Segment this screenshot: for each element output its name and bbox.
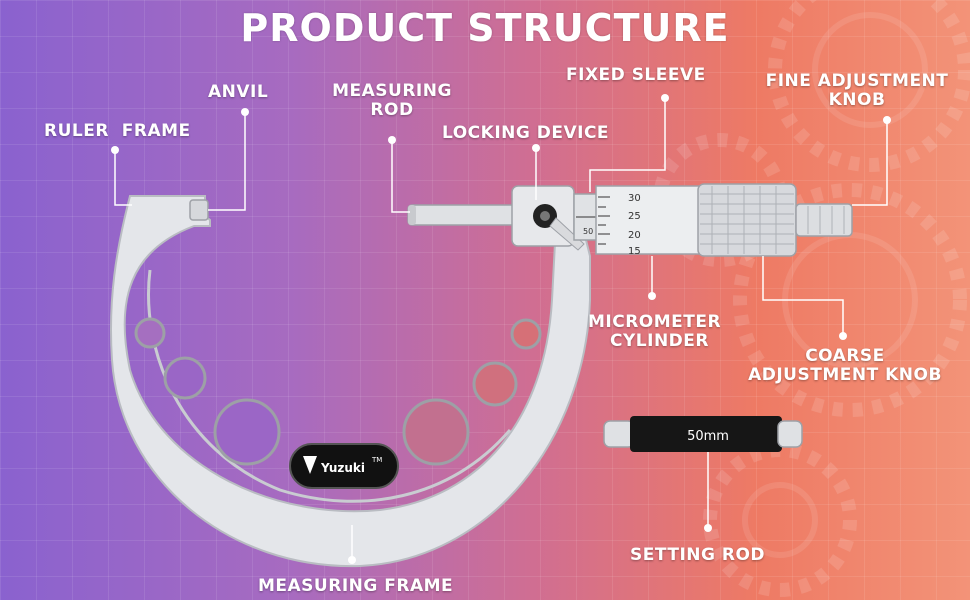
leader-dot [661,94,669,102]
anvil-shape [189,199,209,221]
label-measuring-frame: MEASURING FRAME [258,576,454,596]
label-measuring-rod-line1: MEASURING [332,81,452,101]
label-coarse-knob-line1: COARSE [805,346,885,366]
label-ruler-frame: RULER FRAME [44,121,191,141]
leader-fixed-sleeve [589,98,666,192]
label-coarse-adjustment-knob: COARSE ADJUSTMENT KNOB [734,347,956,385]
setting-rod-size: 50mm [687,429,729,444]
leader-anvil [208,112,246,211]
leader-dot [839,332,847,340]
micrometer-cylinder-shape [595,185,701,255]
leader-dot [241,108,249,116]
leader-dot [388,136,396,144]
svg-text:50: 50 [583,227,593,236]
leader-dot [883,116,891,124]
brand-logo-text: Yuzuki [320,461,365,475]
label-setting-rod: SETTING ROD [630,545,766,565]
label-micrometer-cylinder-line2: CYLINDER [610,331,709,351]
fine-knob-shape [795,203,853,237]
label-fine-knob-line2: KNOB [828,90,886,110]
label-measuring-rod: MEASURING ROD [322,82,462,120]
label-locking-device: LOCKING DEVICE [442,123,610,143]
label-micrometer-cylinder: MICROMETER CYLINDER [588,313,721,351]
label-fine-adjustment-knob: FINE ADJUSTMENT KNOB [754,72,960,110]
leader-dot [111,146,119,154]
label-fixed-sleeve: FIXED SLEEVE [566,65,706,85]
label-anvil: ANVIL [208,82,269,102]
brand-plate [289,443,399,489]
page-title: PRODUCT STRUCTURE [240,6,730,50]
scale-number: 25 [628,211,641,222]
scale-number: 20 [628,230,641,241]
label-fine-knob-line1: FINE ADJUSTMENT [765,71,949,91]
leader-dot [348,556,356,564]
trademark-text: TM [371,456,382,464]
leader-dot [704,524,712,532]
coarse-knob-shape [697,183,797,257]
leader-measuring-rod [391,140,410,213]
leader-ruler-frame [114,150,132,206]
leader-fine-knob [852,120,888,206]
leader-coarse-knob [762,256,844,336]
label-micrometer-cylinder-line1: MICROMETER [588,312,722,332]
label-coarse-knob-line2: ADJUSTMENT KNOB [748,365,942,385]
scale-number: 30 [628,193,641,204]
label-measuring-rod-line2: ROD [370,100,414,120]
leader-dot [648,292,656,300]
measuring-rod-shape [407,204,519,226]
setting-rod-shape [603,416,803,452]
scale-number: 15 [628,246,641,257]
leader-dot [532,144,540,152]
